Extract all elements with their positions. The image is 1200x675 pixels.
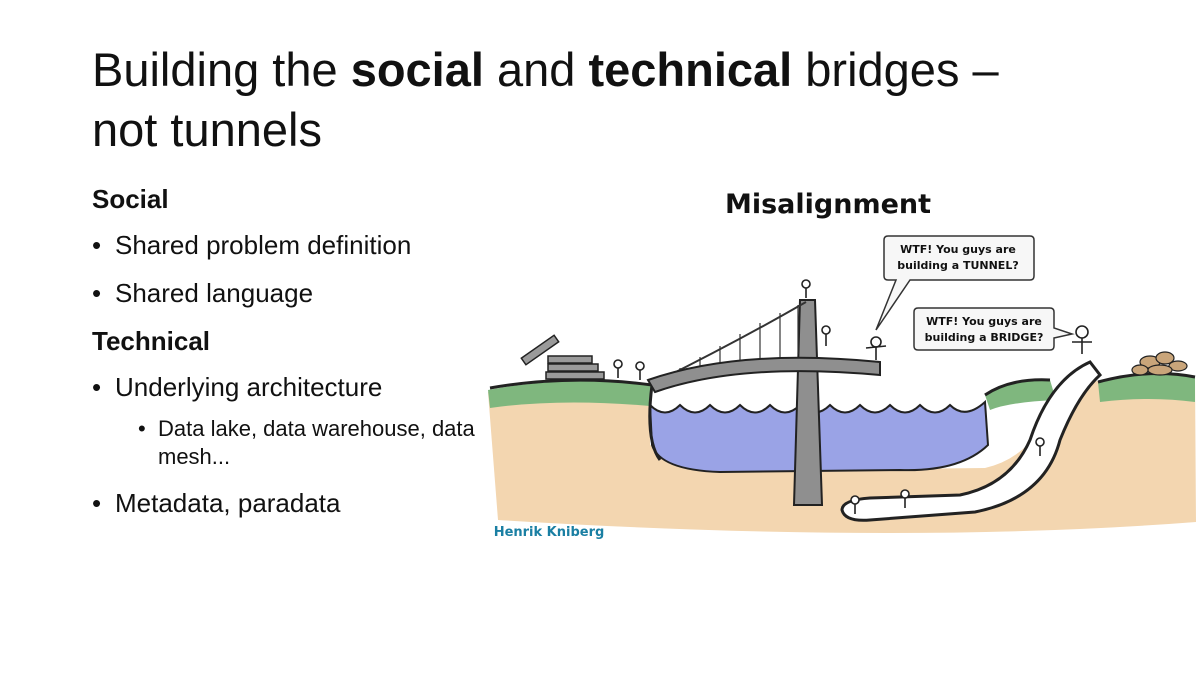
grass-far-right	[1098, 373, 1195, 402]
illustration-title: Misalignment	[725, 189, 931, 220]
bullet-icon: •	[92, 372, 102, 402]
title-text-1: Building the	[92, 43, 351, 96]
list-item-text: Underlying architecture	[115, 372, 383, 402]
bubble-tunnel-line2: building a TUNNEL?	[897, 259, 1018, 272]
slide-title: Building the social and technical bridge…	[92, 40, 1132, 160]
list-item: • Shared problem definition	[92, 229, 492, 261]
section-heading-technical: Technical	[92, 326, 211, 356]
bubble-bridge-line1: WTF! You guys are	[926, 315, 1042, 328]
title-bold-technical: technical	[588, 43, 793, 96]
bridge-tower	[792, 299, 824, 506]
list-item-text: Shared problem definition	[115, 230, 412, 260]
sub-list-item: • Data lake, data warehouse, data mesh..…	[92, 415, 492, 471]
grass-left	[488, 381, 652, 408]
list-item-text: Metadata, paradata	[115, 488, 341, 518]
speech-bubble-tunnel: WTF! You guys are building a TUNNEL?	[875, 235, 1035, 331]
list-item: • Underlying architecture	[92, 371, 492, 403]
bullet-icon: •	[138, 416, 146, 441]
tunnel	[840, 360, 1103, 522]
illustration-credit: Henrik Kniberg	[494, 525, 605, 540]
rubble-pile	[1131, 351, 1188, 376]
social-list: • Shared problem definition • Shared lan…	[92, 229, 492, 309]
sub-list-item-text: Data lake, data warehouse, data mesh...	[158, 416, 475, 469]
title-line-2: not tunnels	[92, 103, 322, 156]
title-text-3: bridges –	[792, 43, 999, 96]
stick-figures	[613, 279, 1092, 514]
bank-far-right-line	[1097, 371, 1196, 384]
speech-bubble-bridge: WTF! You guys are building a BRIDGE?	[913, 307, 1075, 351]
bullet-icon: •	[92, 278, 102, 308]
list-item-text: Shared language	[115, 278, 314, 308]
technical-list: • Underlying architecture • Data lake, d…	[92, 371, 492, 519]
bubble-tunnel-line1: WTF! You guys are	[900, 243, 1016, 256]
bank-right-line	[984, 378, 1051, 397]
section-heading-social: Social	[92, 184, 169, 214]
bank-left-line	[489, 378, 662, 461]
title-text-2: and	[483, 43, 589, 96]
bullet-icon: •	[92, 230, 102, 260]
list-item: • Metadata, paradata	[92, 487, 492, 519]
bullet-content: Social • Shared problem definition • Sha…	[92, 183, 492, 535]
list-item: • Shared language	[92, 277, 492, 309]
title-bold-social: social	[350, 43, 484, 96]
bridge-deck	[646, 356, 881, 394]
bullet-icon: •	[92, 488, 102, 518]
planks	[520, 334, 605, 380]
bubble-bridge-line2: building a BRIDGE?	[925, 331, 1044, 344]
misalignment-illustration: WTF! You guys are building a TUNNEL? WTF…	[488, 189, 1196, 540]
